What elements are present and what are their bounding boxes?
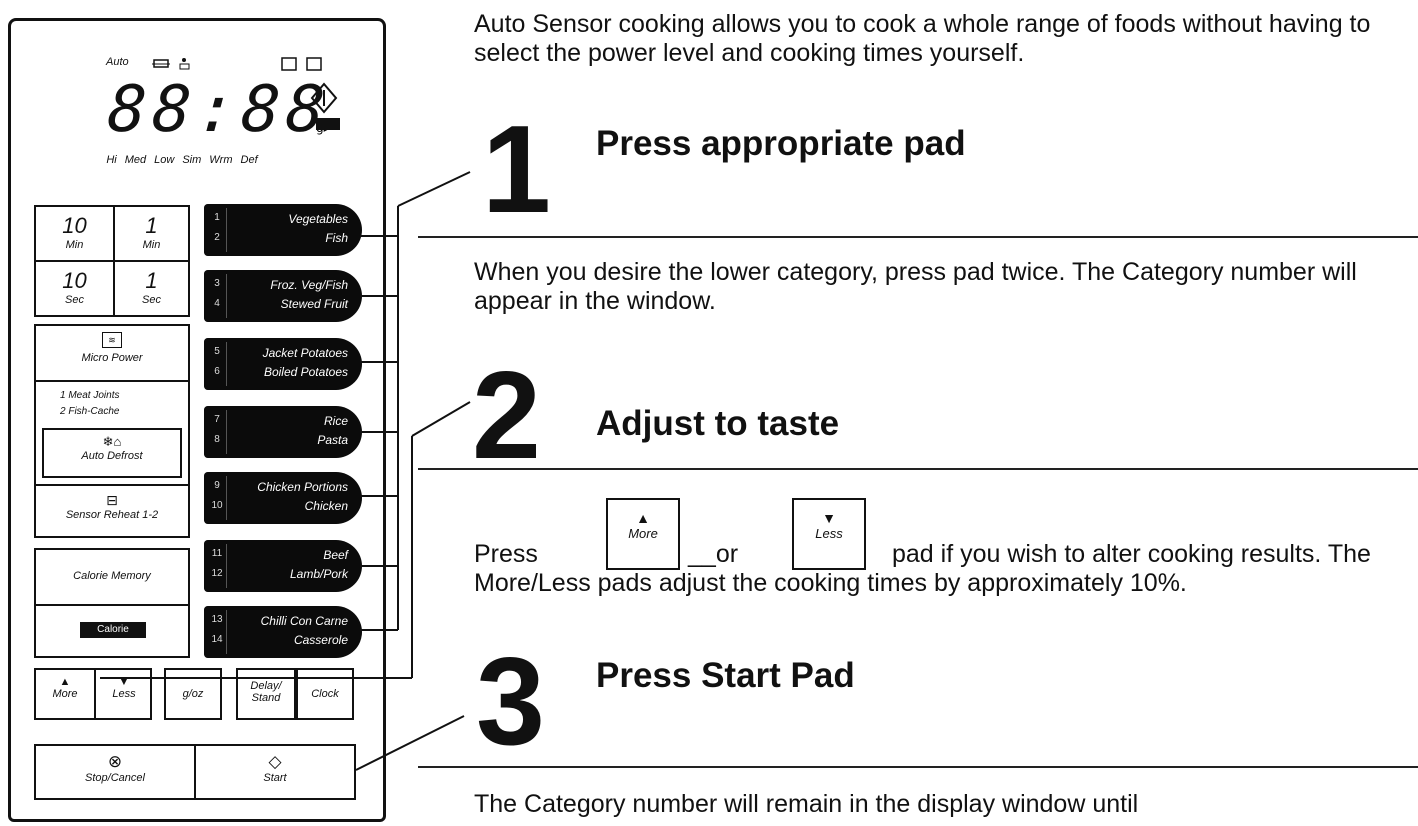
microwave-control-panel	[8, 18, 386, 822]
auto-indicator: Auto	[106, 56, 129, 68]
weight-button[interactable]: g/oz	[164, 668, 222, 720]
delay-stand-button[interactable]: Delay/ Stand	[236, 668, 296, 720]
more-less-group: ▲ More ▼ Less	[34, 668, 152, 720]
sensor-window	[316, 118, 340, 130]
ten-min-button[interactable]: 10 Min	[62, 213, 87, 251]
time-pad-group: 10 Min 1 Min 10 Sec 1 Sec	[34, 205, 190, 317]
category-pad-label: Vegetables	[288, 212, 348, 226]
less-button[interactable]: ▼ Less	[96, 676, 152, 700]
display-indicator-icons	[152, 57, 322, 71]
step-1-number: 1	[482, 101, 551, 239]
clock-button[interactable]: Clock	[296, 668, 354, 720]
inline-more-pad: ▲ More	[606, 498, 680, 570]
step-2-heading: Adjust to taste	[596, 404, 840, 443]
category-pad-label: Beef	[323, 548, 348, 562]
auto-defrost-button[interactable]: ❄⌂ Auto Defrost	[42, 428, 182, 478]
up-arrow-icon: ▲	[59, 676, 71, 688]
calorie-pad-group: Calorie Memory Calorie	[34, 548, 190, 658]
category-pad-label: Fish	[325, 231, 348, 245]
ten-sec-button[interactable]: 10 Sec	[62, 268, 87, 306]
display-digits: 88:88	[105, 73, 334, 147]
power-level-indicators: Hi Med Low Sim Wrm Def	[106, 154, 258, 166]
function-pad-group: ≋ Micro Power 1 Meat Joints 2 Fish-Cache…	[34, 324, 190, 538]
step-3-heading: Press Start Pad	[596, 656, 855, 695]
one-min-button[interactable]: 1 Min	[142, 213, 161, 251]
step-3-number: 3	[476, 633, 545, 771]
step-2-number: 2	[472, 347, 541, 485]
start-indicator-icon: g▸	[310, 82, 338, 135]
calorie-memory-button[interactable]: Calorie Memory	[73, 570, 151, 582]
step-2-body: pad if you wish to alter cooking results…	[474, 540, 1371, 597]
step-2-body-or: __or	[688, 540, 739, 568]
stop-icon: ⊗	[107, 752, 123, 771]
category-pad-label: Pasta	[317, 433, 348, 447]
reheat-dish-icon: ⊟	[106, 492, 118, 508]
up-arrow-icon: ▲	[636, 510, 650, 526]
category-pad-label: Lamb/Pork	[289, 567, 348, 581]
sensor-reheat-button[interactable]: ⊟ Sensor Reheat 1-2	[36, 486, 188, 536]
inline-less-pad: ▼ Less	[792, 498, 866, 570]
start-icon: ◇	[268, 752, 282, 771]
step-2-body-press: Press	[474, 540, 538, 568]
stop-start-group: ⊗ Stop/Cancel ◇ Start	[34, 744, 356, 800]
category-pad-label: Chilli Con Carne	[260, 614, 348, 628]
calorie-button[interactable]: Calorie	[80, 622, 146, 638]
category-pad-label: Casserole	[293, 633, 348, 647]
step-2-rule	[418, 468, 1418, 470]
step-1-rule	[418, 236, 1418, 238]
intro-text: Auto Sensor cooking allows you to cook a…	[474, 10, 1371, 67]
one-sec-button[interactable]: 1 Sec	[142, 268, 161, 306]
down-arrow-icon: ▼	[822, 510, 836, 526]
step-1-body: When you desire the lower category, pres…	[474, 258, 1357, 315]
down-arrow-icon: ▼	[118, 676, 130, 688]
category-pad-label: Rice	[323, 414, 348, 428]
step-3-rule	[418, 766, 1418, 768]
micro-power-button[interactable]: ≋ Micro Power	[36, 326, 188, 380]
step-3-body: The Category number will remain in the d…	[474, 790, 1139, 818]
category-pad-label: Jacket Potatoes	[262, 346, 348, 360]
start-button[interactable]: ◇ Start	[196, 752, 354, 784]
stop-cancel-button[interactable]: ⊗ Stop/Cancel	[36, 752, 194, 784]
category-pad-label: Stewed Fruit	[280, 297, 348, 311]
defrost-icon: ❄⌂	[102, 434, 122, 449]
category-pad-label: Chicken Portions	[257, 480, 348, 494]
display-window: Auto 88:88 g▸ Hi Med Low Sim Wrm Def	[88, 56, 338, 170]
category-pad-label: Chicken	[304, 499, 348, 513]
micro-power-icon: ≋	[102, 332, 122, 348]
more-button[interactable]: ▲ More	[36, 676, 94, 700]
category-pad-label: Froz. Veg/Fish	[270, 278, 348, 292]
category-pad-label: Boiled Potatoes	[263, 365, 348, 379]
step-1-heading: Press appropriate pad	[596, 124, 966, 163]
